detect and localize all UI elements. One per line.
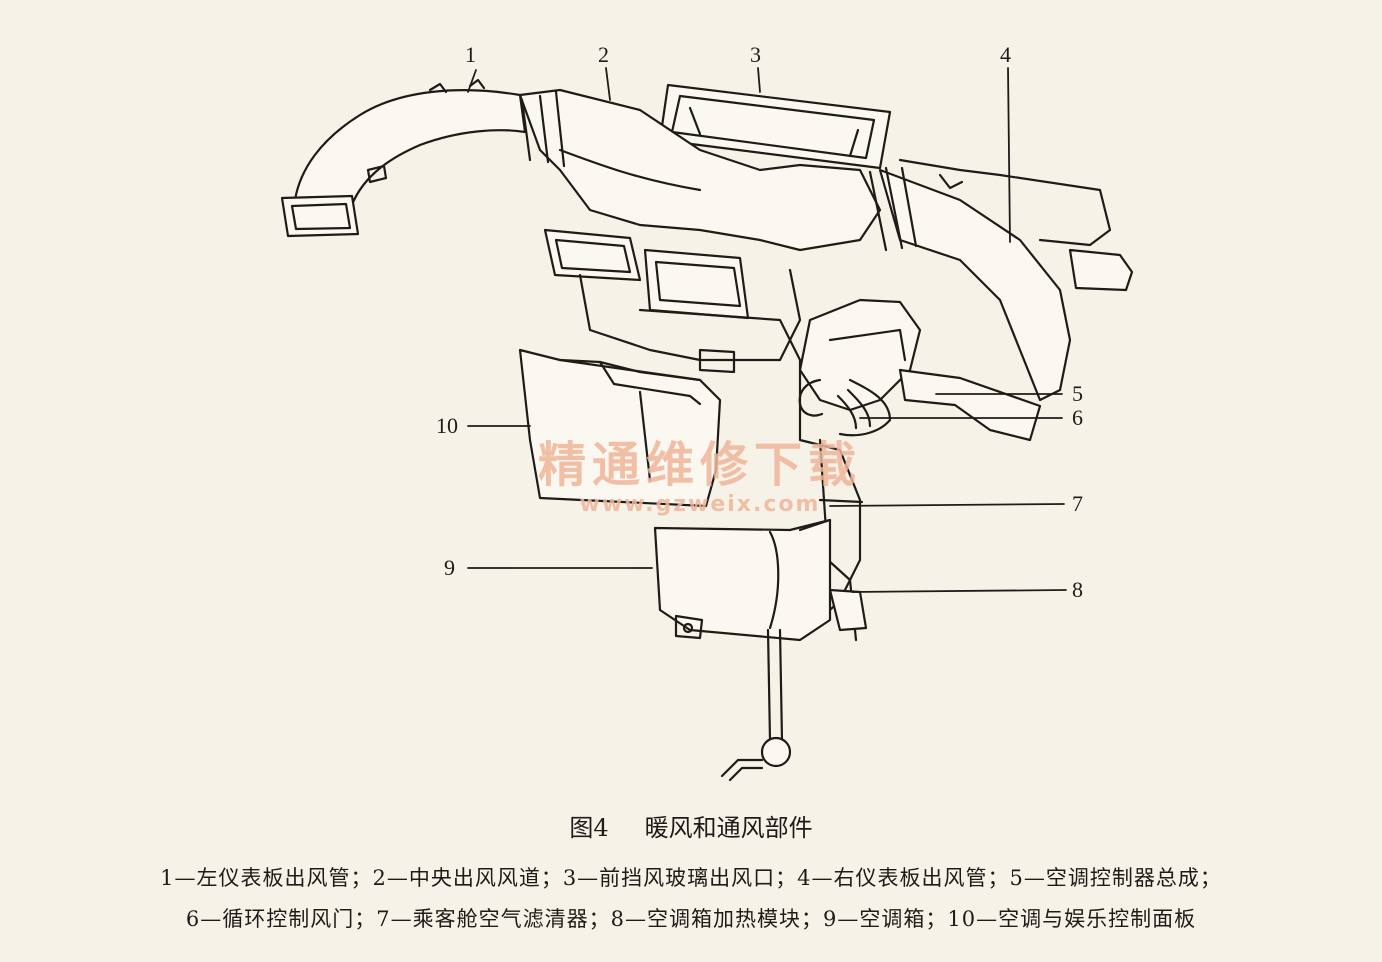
ac-box-shape xyxy=(653,518,832,642)
control-panel-shape xyxy=(518,348,722,508)
legend-line-2: 6—循环控制风门；7—乘客舱空气滤清器；8—空调箱加热模块；9—空调箱；10—空… xyxy=(185,907,1197,931)
legend-line-1: 1—左仪表板出风管；2—中央出风风道；3—前挡风玻璃出风口；4—右仪表板出风管；… xyxy=(160,866,1222,890)
left-dash-duct-shape xyxy=(280,78,527,238)
right-dash-duct-shape xyxy=(868,158,1134,402)
callout-6: 6 xyxy=(1072,405,1083,430)
drain-hose-shape xyxy=(720,628,792,782)
callout-7: 7 xyxy=(1072,491,1083,516)
callout-5: 5 xyxy=(1072,381,1083,406)
leader-lines xyxy=(467,67,1067,593)
callout-9: 9 xyxy=(444,555,455,580)
callout-4: 4 xyxy=(1000,42,1011,67)
figure-number: 图4 xyxy=(569,814,609,842)
blower-and-recirc-shape xyxy=(798,298,1042,442)
figure-title: 暖风和通风部件 xyxy=(644,814,813,842)
callout-1: 1 xyxy=(465,42,476,67)
callout-8: 8 xyxy=(1072,577,1083,602)
callout-10: 10 xyxy=(436,413,458,438)
hvac-components-diagram: 1 2 3 4 5 6 7 8 9 10 xyxy=(280,42,1134,782)
figure-caption: 图4 暖风和通风部件 xyxy=(0,808,1382,843)
callout-3: 3 xyxy=(750,42,761,67)
central-duct-shape xyxy=(518,88,882,362)
callout-2: 2 xyxy=(598,42,609,67)
heater-module-shape xyxy=(828,588,868,632)
hvac-drawing xyxy=(280,67,1134,782)
windshield-outlet-shape xyxy=(658,83,892,170)
